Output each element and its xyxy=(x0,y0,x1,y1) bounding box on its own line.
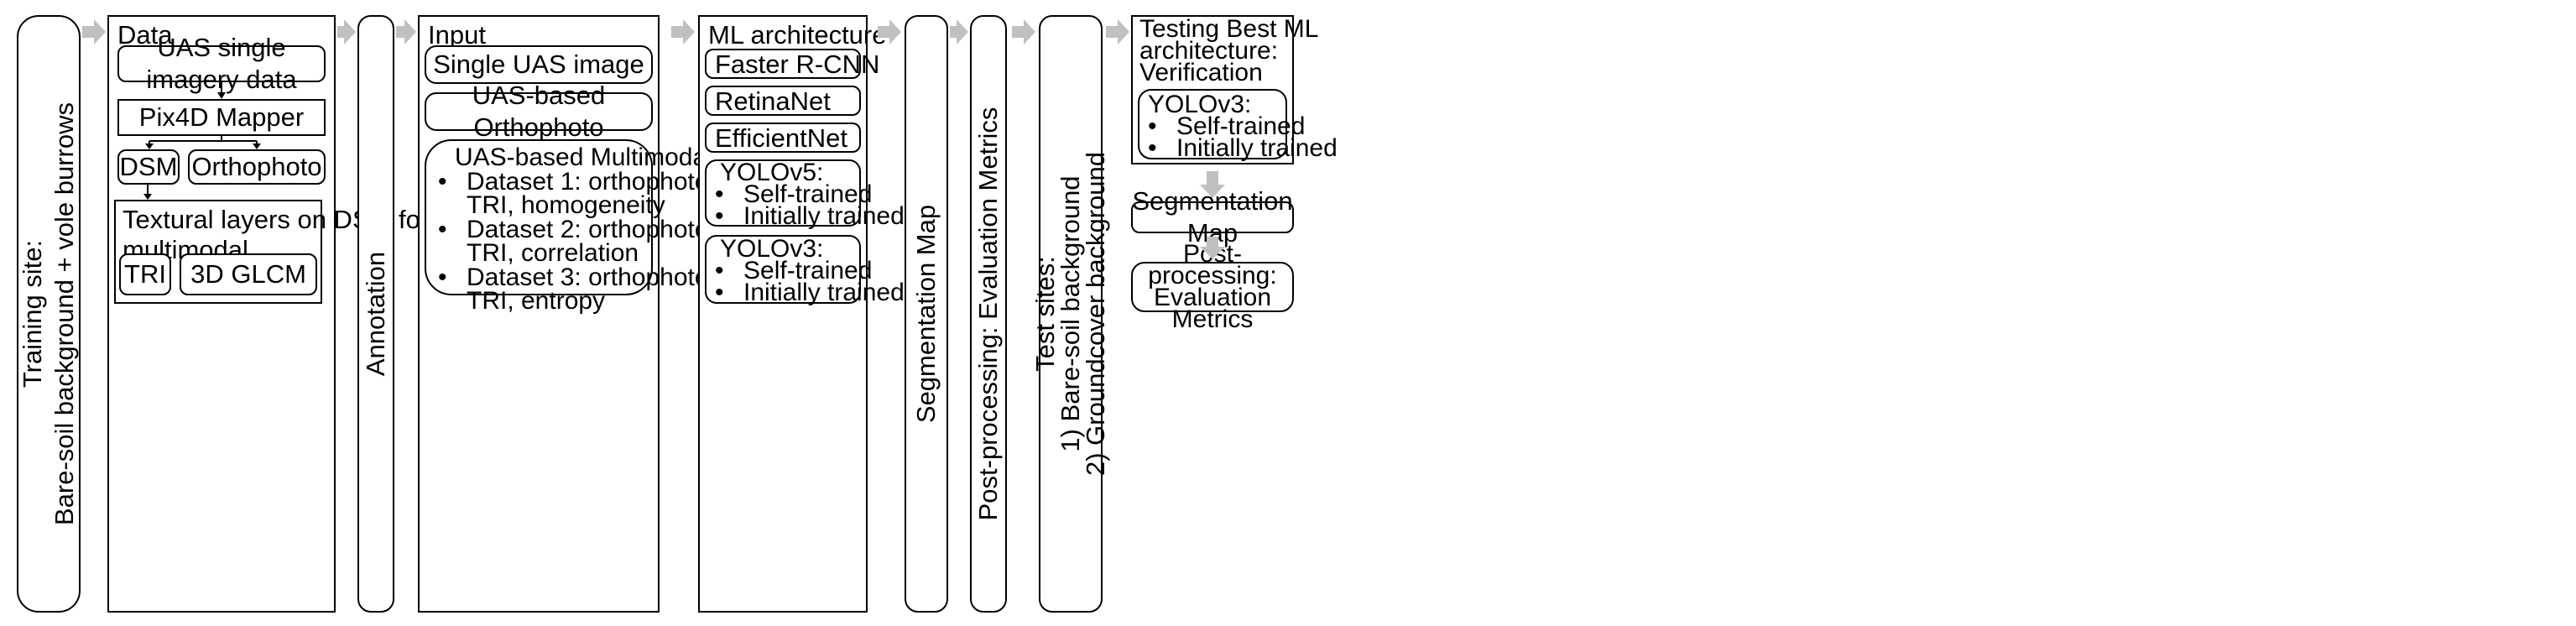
yolov5-list: YOLOv5: • Self-trained • Initially trained xyxy=(715,159,905,230)
dataset-2-line1: • Dataset 2: orthophoto, xyxy=(438,215,719,243)
testing-yolov3-box: YOLOv3: • Self-trained • Initially trained xyxy=(1138,89,1338,161)
data-flow-connectors xyxy=(147,82,258,196)
final-segmentation-map-box: Segmentation Map xyxy=(1131,186,1294,248)
tri-label: TRI xyxy=(124,259,166,289)
dataset-1-text1: Dataset 1: orthophoto, xyxy=(467,167,716,196)
efficientnet-box: EfficientNet xyxy=(705,123,861,153)
yolov5-box: YOLOv5: • Self-trained • Initially trained xyxy=(705,159,905,229)
tri-box: TRI xyxy=(119,253,171,295)
bullet: • xyxy=(438,263,447,291)
arrow-annotation-to-input xyxy=(396,19,416,44)
retinanet-label: RetinaNet xyxy=(715,86,831,116)
arrow-training-to-data xyxy=(82,19,106,44)
testing-yolov3-self-text: Self-trained xyxy=(1176,112,1306,140)
yolov5-initial-text: Initially trained xyxy=(743,202,905,230)
ml-architecture-title: ML architecture xyxy=(708,20,887,50)
testing-yolov3-label: YOLOv3: xyxy=(1148,91,1252,118)
bullet: • xyxy=(715,180,724,208)
yolov3-self-text: Self-trained xyxy=(743,257,873,284)
final-post-processing-label: Post-processing: Evaluation Metrics xyxy=(1133,242,1292,332)
input-title: Input xyxy=(428,20,486,50)
testing-best-line1: Testing Best ML xyxy=(1139,15,1319,43)
post-processing-box: Post-processing: Evaluation Metrics xyxy=(970,15,1007,613)
dataset-2-line2: TRI, correlation xyxy=(467,239,639,267)
segmentation-map-box: Segmentation Map xyxy=(905,15,948,613)
testing-best-line2: architecture: xyxy=(1139,37,1279,65)
orthophoto-label: Orthophoto xyxy=(191,152,322,181)
retinanet-box: RetinaNet xyxy=(705,86,861,116)
dataset-3-line2: TRI, entropy xyxy=(467,287,606,315)
arrowhead-orthophoto xyxy=(253,143,261,149)
dataset-2-text1: Dataset 2: orthophoto, xyxy=(467,215,716,243)
testing-yolov3-item-self: • Self-trained xyxy=(1148,112,1338,140)
training-site-box: Training site: Bare-soil background + vo… xyxy=(17,15,81,613)
faster-rcnn-label: Faster R-CNN xyxy=(715,50,880,79)
yolov3-label: YOLOv3: xyxy=(720,235,824,263)
dataset-1-line2: TRI, homogeneity xyxy=(467,191,665,219)
bullet: • xyxy=(715,202,724,230)
arrow-data-to-annotation xyxy=(337,19,356,44)
bullet: • xyxy=(438,215,447,243)
testing-yolov3-initial-text: Initially trained xyxy=(1176,134,1338,162)
yolov5-item-self: • Self-trained xyxy=(715,180,905,208)
arrowhead-pix4d xyxy=(217,92,226,99)
bullet: • xyxy=(1148,112,1157,140)
uas-orthophoto-label: UAS-based Orthophoto xyxy=(472,81,606,142)
bullet: • xyxy=(1148,134,1157,162)
pix4d-mapper-label: Pix4D Mapper xyxy=(138,102,305,132)
uas-single-imagery-label: UAS single imagery data xyxy=(146,33,297,94)
arrow-input-to-ml xyxy=(671,19,695,44)
yolov5-label: YOLOv5: xyxy=(720,159,824,186)
arrow-test-to-testing xyxy=(1106,19,1129,44)
multimodal-heading: UAS-based Multimodal: xyxy=(455,143,720,171)
orthophoto-box: Orthophoto xyxy=(188,149,326,185)
yolov3-box: YOLOv3: • Self-trained • Initially trained xyxy=(705,235,905,305)
arrow-post-to-test xyxy=(1012,19,1035,44)
glcm-box: 3D GLCM xyxy=(180,253,317,295)
uas-orthophoto-box: UAS-based Orthophoto xyxy=(425,81,653,142)
annotation-box: Annotation xyxy=(357,15,394,613)
final-post-line1: Post-processing: xyxy=(1148,240,1277,290)
faster-rcnn-box: Faster R-CNN xyxy=(705,49,879,79)
yolov3-initial-text: Initially trained xyxy=(743,279,905,306)
efficientnet-label: EfficientNet xyxy=(715,123,847,153)
uas-single-imagery-box: UAS single imagery data xyxy=(117,33,326,94)
testing-best-title: Testing Best ML architecture: Verificati… xyxy=(1139,15,1319,86)
data-title: Data xyxy=(117,20,173,50)
bullet: • xyxy=(715,279,724,306)
testing-yolov3-list: YOLOv3: • Self-trained • Initially trained xyxy=(1148,91,1338,162)
test-sites-box: Test sites: 1) Bare-soil background 2) G… xyxy=(1030,15,1110,613)
flow-arrows xyxy=(82,19,1225,259)
data-flow-arrowheads xyxy=(143,92,261,200)
yolov3-item-self: • Self-trained xyxy=(715,257,905,284)
arrow-segmentation-to-post xyxy=(950,19,968,44)
single-uas-image-box: Single UAS image xyxy=(425,45,653,84)
dataset-3-line1: • Dataset 3: orthophoto, xyxy=(438,263,719,291)
glcm-label: 3D GLCM xyxy=(190,259,306,289)
arrowhead-textural xyxy=(143,194,152,200)
pix4d-mapper-box: Pix4D Mapper xyxy=(117,99,326,136)
testing-best-line3: Verification xyxy=(1139,59,1263,86)
yolov3-list: YOLOv3: • Self-trained • Initially trained xyxy=(715,235,905,306)
arrowhead-dsm xyxy=(145,143,154,149)
yolov5-item-initial: • Initially trained xyxy=(715,202,905,230)
arrow-ml-to-segmentation xyxy=(878,19,901,44)
dsm-label: DSM xyxy=(119,152,178,181)
yolov3-item-initial: • Initially trained xyxy=(715,279,905,306)
multimodal-list: UAS-based Multimodal: • Dataset 1: orthop… xyxy=(438,143,720,315)
final-post-processing-box: Post-processing: Evaluation Metrics xyxy=(1131,242,1294,332)
arrow-segmentation-to-final-post xyxy=(1200,237,1225,259)
testing-yolov3-item-initial: • Initially trained xyxy=(1148,134,1338,162)
dsm-box: DSM xyxy=(117,149,180,185)
final-post-line2: Evaluation Metrics xyxy=(1153,284,1272,333)
yolov5-self-text: Self-trained xyxy=(743,180,873,208)
single-uas-image-label: Single UAS image xyxy=(433,50,644,79)
bullet: • xyxy=(438,167,447,196)
bullet: • xyxy=(715,257,724,284)
dataset-1-line1: • Dataset 1: orthophoto, xyxy=(438,167,719,196)
uas-multimodal-box: UAS-based Multimodal: • Dataset 1: orthop… xyxy=(425,139,719,313)
dataset-3-text1: Dataset 3: orthophoto, xyxy=(467,263,716,291)
arrow-testing-to-segmentation xyxy=(1200,171,1225,198)
